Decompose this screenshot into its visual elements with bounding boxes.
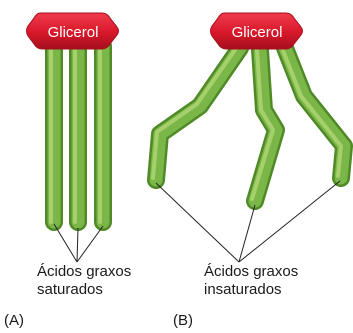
- caption-saturated: Ácidos graxos saturados: [37, 263, 131, 299]
- panel-a-structure: Glicerol: [27, 13, 119, 262]
- caption-unsaturated-line1: Ácidos graxos: [204, 263, 298, 281]
- caption-unsaturated-line2: insaturados: [204, 281, 298, 299]
- panel-tag-b: (B): [173, 312, 193, 329]
- unsaturated-chain-1: [153, 47, 240, 180]
- glycerol-label-b: Glicerol: [232, 24, 283, 41]
- unsaturated-chain-2: [252, 50, 276, 201]
- caption-saturated-line2: saturados: [37, 281, 131, 299]
- caption-unsaturated: Ácidos graxos insaturados: [204, 263, 298, 299]
- glycerol-head-b: Glicerol: [211, 13, 303, 49]
- caption-saturated-line1: Ácidos graxos: [37, 263, 131, 281]
- unsaturated-chain-3: [282, 48, 344, 178]
- saturated-chain-2: [75, 46, 78, 222]
- glycerol-head-a: Glicerol: [27, 13, 119, 49]
- panel-b-structure: Glicerol: [153, 13, 344, 262]
- glycerol-label-a: Glicerol: [48, 24, 99, 41]
- saturated-chain-3: [100, 46, 103, 222]
- panel-tag-a: (A): [4, 312, 24, 329]
- saturated-chain-1: [51, 46, 54, 222]
